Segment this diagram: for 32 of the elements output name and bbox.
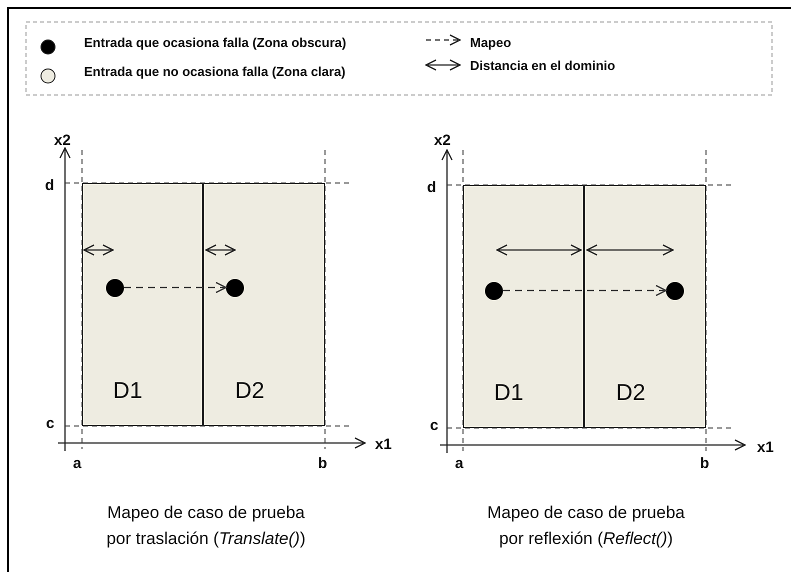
legend-text: Distancia en el dominio	[470, 59, 616, 72]
input-dot	[485, 282, 503, 300]
domain-region	[584, 185, 706, 428]
region-label: D1	[494, 381, 524, 404]
region-label: D2	[616, 381, 646, 404]
axis-label: c	[430, 418, 438, 433]
domain-region	[463, 185, 584, 428]
axis-label: d	[45, 178, 54, 193]
axis-label: b	[318, 456, 328, 471]
axis-label: a	[455, 456, 464, 471]
arrow	[503, 284, 667, 296]
legend-text: Entrada que ocasiona falla (Zona obscura)	[84, 36, 346, 49]
arrow	[124, 282, 227, 294]
axis-label: a	[73, 456, 82, 471]
axis-label: x1	[375, 437, 392, 452]
domain-region	[203, 183, 325, 426]
axis-label: x2	[54, 133, 71, 148]
domain-region	[82, 183, 203, 426]
axis-label: x2	[434, 133, 451, 148]
axis-label: x1	[757, 440, 774, 455]
region-label: D2	[235, 379, 264, 402]
input-dot	[666, 282, 684, 300]
axis-label: d	[427, 180, 436, 195]
region-label: D1	[113, 379, 142, 402]
axis-label: b	[700, 456, 710, 471]
legend-text: Mapeo	[470, 36, 512, 49]
input-dot	[106, 278, 124, 296]
input-dot	[226, 278, 244, 296]
caption: Mapeo de caso de prueba por reflexión (Reflect())	[486, 502, 686, 550]
axis-label: c	[46, 416, 54, 431]
caption: Mapeo de caso de prueba por traslación (Translate())	[105, 502, 307, 550]
legend-text: Entrada que no ocasiona falla (Zona clara)	[84, 65, 346, 78]
